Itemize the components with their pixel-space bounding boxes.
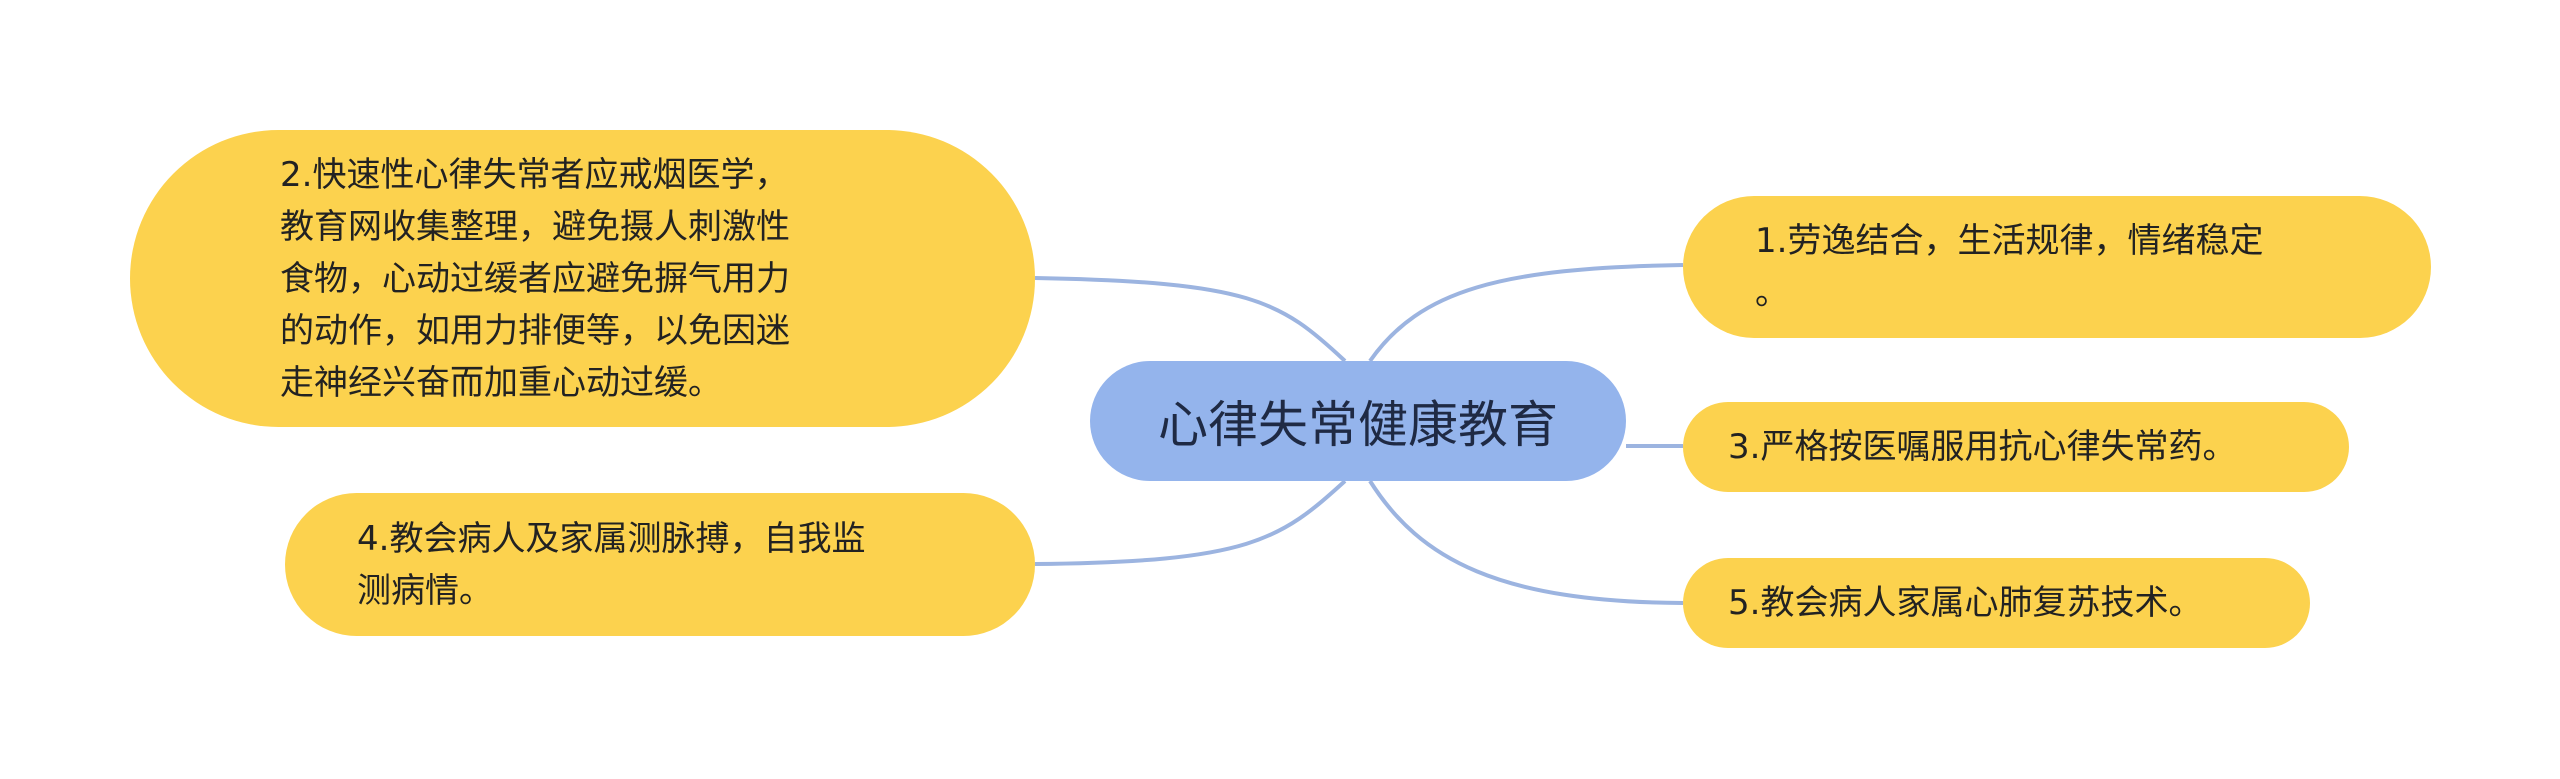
central-topic-label: 心律失常健康教育 bbox=[1158, 396, 1558, 454]
branch-node-2[interactable]: 2.快速性心律失常者应戒烟医学， 教育网收集整理，避免摄人刺激性 食物，心动过缓… bbox=[130, 130, 1035, 427]
connector-to-node-4 bbox=[1034, 479, 1347, 566]
branch-node-5[interactable]: 5.教会病人家属心肺复苏技术。 bbox=[1683, 558, 2310, 648]
connector-to-node-5 bbox=[1368, 479, 1684, 605]
branch-node-4-label: 4.教会病人及家属测脉搏，自我监 测病情。 bbox=[357, 518, 866, 611]
branch-node-5-label: 5.教会病人家属心肺复苏技术。 bbox=[1728, 583, 2203, 623]
branch-node-2-label: 2.快速性心律失常者应戒烟医学， 教育网收集整理，避免摄人刺激性 食物，心动过缓… bbox=[280, 154, 790, 403]
branch-node-1[interactable]: 1.劳逸结合，生活规律，情绪稳定 。 bbox=[1683, 196, 2431, 338]
connector-to-node-1 bbox=[1368, 263, 1684, 363]
branch-node-1-label: 1.劳逸结合，生活规律，情绪稳定 。 bbox=[1755, 221, 2264, 313]
connector-to-node-2 bbox=[1034, 276, 1347, 363]
branch-node-3[interactable]: 3.严格按医嘱服用抗心律失常药。 bbox=[1683, 402, 2349, 492]
central-topic-node[interactable]: 心律失常健康教育 bbox=[1090, 361, 1626, 481]
branch-node-4[interactable]: 4.教会病人及家属测脉搏，自我监 测病情。 bbox=[285, 493, 1035, 636]
branch-node-3-label: 3.严格按医嘱服用抗心律失常药。 bbox=[1728, 427, 2237, 467]
